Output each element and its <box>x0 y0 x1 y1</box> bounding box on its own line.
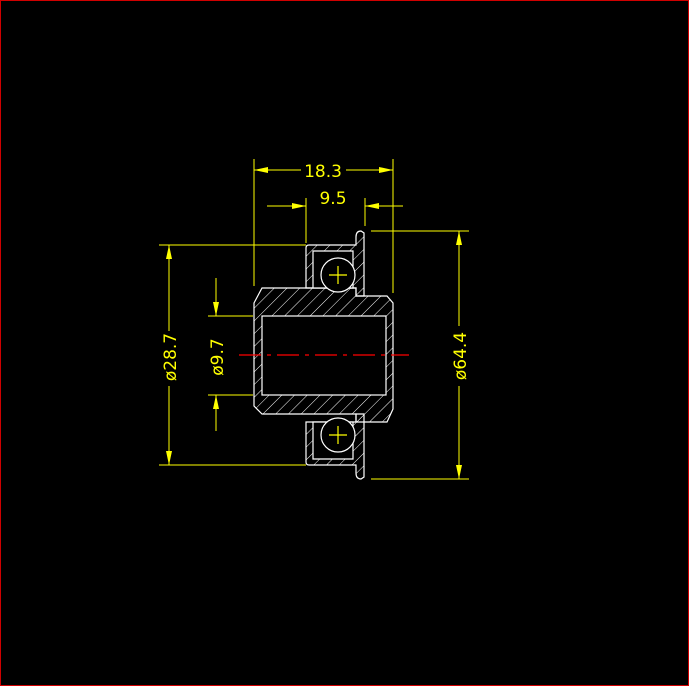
dim-flange-od: ø64.4 <box>451 332 471 380</box>
dim-bore: ø9.7 <box>208 338 228 375</box>
dimension-lines <box>159 159 469 480</box>
dim-bearing-od: ø28.7 <box>161 333 181 381</box>
dim-bearing-width: 9.5 <box>319 189 346 209</box>
upper-bearing <box>305 230 365 297</box>
dim-overall-width: 18.3 <box>304 162 342 182</box>
lower-bearing <box>305 413 365 480</box>
